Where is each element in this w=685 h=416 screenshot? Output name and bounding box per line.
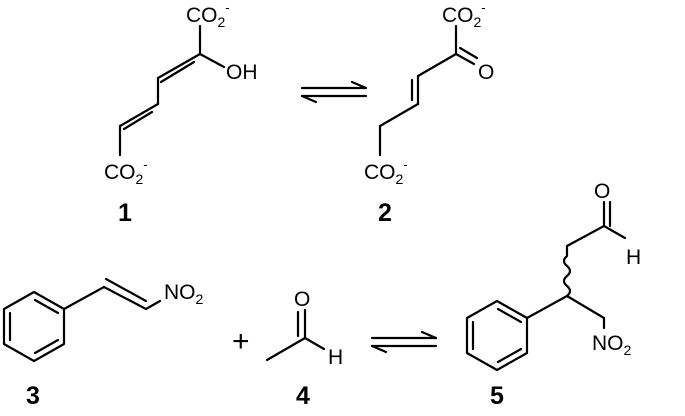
equilibrium-arrow-bottom <box>370 330 438 354</box>
compound-2-bonds <box>378 24 479 157</box>
compound-4-oxygen: O <box>294 288 310 311</box>
compound-4-number: 4 <box>296 382 310 410</box>
compound-2-number: 2 <box>378 199 392 227</box>
compound-3: NO2 3 <box>2 277 204 410</box>
compound-5-wavy-bond <box>562 244 572 298</box>
compound-1-hydroxyl: OH <box>226 61 258 84</box>
compound-2-top-carboxylate: CO2- <box>442 0 486 30</box>
compound-1: CO2- OH CO2- 1 <box>104 0 258 227</box>
compound-4: O H 4 <box>265 288 343 410</box>
compound-1-bottom-carboxylate: CO2- <box>104 157 148 187</box>
compound-3-nitro-group: NO2 <box>164 281 204 307</box>
compound-2-keto-oxygen: O <box>478 61 494 84</box>
compound-5-bonds <box>525 200 627 330</box>
plus-sign: + <box>232 325 250 358</box>
compound-5-hydrogen: H <box>626 246 641 269</box>
compound-2: CO2- O CO2- 2 <box>364 0 494 227</box>
compound-5-oxygen: O <box>594 180 610 203</box>
compound-3-bonds <box>62 277 162 311</box>
compound-5-number: 5 <box>490 382 504 410</box>
compound-4-hydrogen: H <box>328 346 343 369</box>
compound-5-benzene-ring <box>465 299 529 372</box>
compound-1-top-carboxylate: CO2- <box>186 0 230 30</box>
compound-1-bonds <box>118 24 226 157</box>
compound-3-benzene-ring <box>2 290 66 363</box>
compound-5-nitro-group: NO2 <box>592 332 632 358</box>
compound-2-bottom-carboxylate: CO2- <box>364 157 408 187</box>
compound-1-number: 1 <box>118 199 132 227</box>
compound-4-bonds <box>265 308 326 362</box>
equilibrium-arrow-top <box>300 80 368 104</box>
compound-3-number: 3 <box>26 382 40 410</box>
compound-5: O H NO2 5 <box>465 180 641 410</box>
